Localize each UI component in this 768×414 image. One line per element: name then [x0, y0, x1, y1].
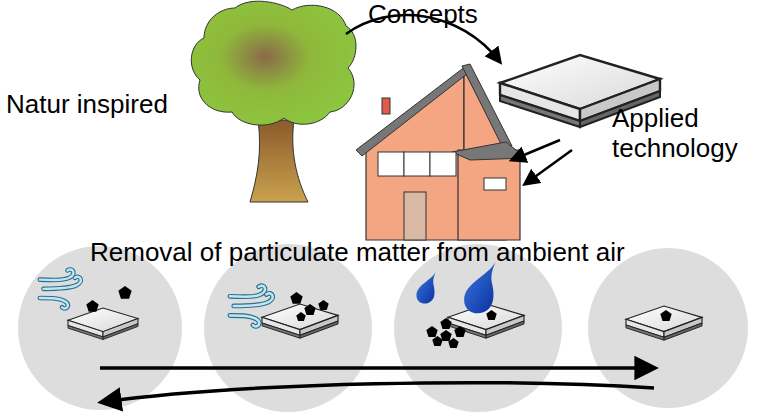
concept-label: Concepts: [368, 0, 478, 30]
technology-label: Applied technology: [612, 104, 758, 164]
tree: [191, 1, 356, 202]
source-label: Natur inspired: [6, 90, 168, 120]
panel-arrow: [525, 150, 572, 184]
stage-one: [40, 269, 138, 339]
cycle-arrow: [102, 383, 654, 402]
stage-four: [626, 306, 702, 340]
cycle-arrow: [100, 366, 654, 370]
stage-two: [230, 286, 338, 339]
stage-circles: [18, 244, 748, 412]
heading-label: Removal of particulate matter from ambie…: [90, 238, 625, 268]
panel-arrow: [512, 140, 560, 160]
stage-three: [416, 262, 524, 348]
